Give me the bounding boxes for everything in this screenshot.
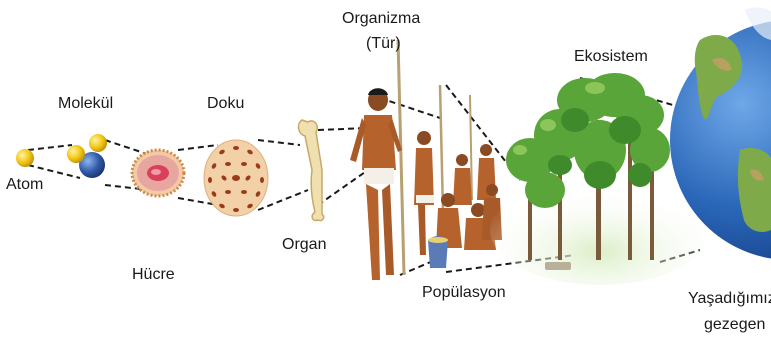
organ-bone-icon — [298, 120, 323, 221]
organism-label-line2: (Tür) — [366, 35, 401, 53]
population-label: Popülasyon — [422, 284, 506, 302]
cell-label: Hücre — [132, 266, 175, 284]
tissue-icon — [204, 140, 268, 216]
tissue-label: Doku — [207, 95, 244, 113]
population-group-icon — [414, 85, 502, 268]
organism-human-icon — [350, 40, 404, 280]
atom-label: Atom — [6, 176, 43, 194]
molecule-icon — [67, 134, 107, 178]
organ-label: Organ — [282, 236, 326, 254]
atom-icon — [16, 149, 34, 167]
organism-label-line1: Organizma — [342, 10, 420, 28]
cell-icon — [132, 150, 184, 196]
molecule-label: Molekül — [58, 95, 113, 113]
ecosystem-label: Ekosistem — [574, 48, 648, 66]
planet-label-line1: Yaşadığımız — [688, 290, 771, 308]
planet-label-line2: gezegen — [704, 316, 765, 334]
